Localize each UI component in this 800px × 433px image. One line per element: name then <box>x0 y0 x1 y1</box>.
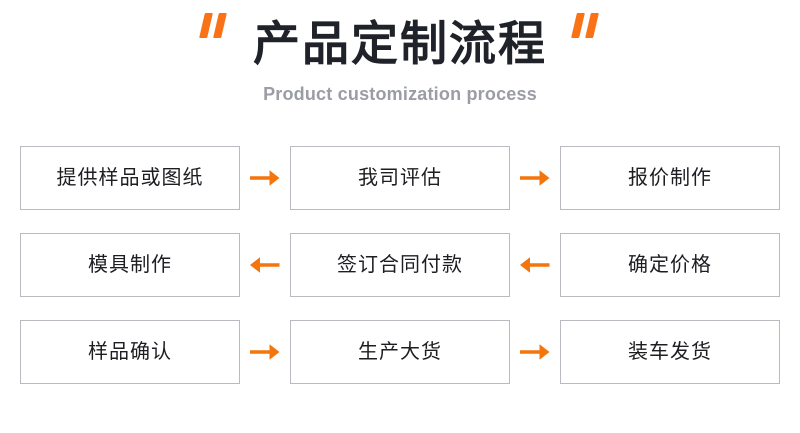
arrow-right-icon <box>250 344 280 360</box>
quote-close-icon <box>569 13 603 39</box>
page-header: 产品定制流程 Product customization process <box>0 0 800 130</box>
page-subtitle: Product customization process <box>263 84 537 104</box>
flow-step-box[interactable]: 我司评估 <box>290 146 510 210</box>
flow-step-box[interactable]: 样品确认 <box>20 320 240 384</box>
flow-step-label: 确定价格 <box>628 254 712 276</box>
flow-step-label: 我司评估 <box>358 167 442 189</box>
flow-step-label: 生产大货 <box>358 341 442 363</box>
flow-step-label: 提供样品或图纸 <box>56 167 204 189</box>
title-row: 产品定制流程 <box>0 12 800 74</box>
arrow-left-icon <box>520 257 550 273</box>
flow-row: 提供样品或图纸 我司评估 报价制作 <box>20 145 780 211</box>
process-flow-diagram: 提供样品或图纸 我司评估 报价制作 模具制作 <box>20 145 780 385</box>
flow-arrow <box>240 146 290 210</box>
flow-arrow <box>240 233 290 297</box>
flow-arrow <box>510 146 560 210</box>
page-title: 产品定制流程 <box>253 16 547 70</box>
flow-step-box[interactable]: 装车发货 <box>560 320 780 384</box>
flow-step-box[interactable]: 生产大货 <box>290 320 510 384</box>
arrow-right-icon <box>250 170 280 186</box>
flow-step-label: 装车发货 <box>628 341 712 363</box>
flow-step-box[interactable]: 模具制作 <box>20 233 240 297</box>
flow-step-box[interactable]: 报价制作 <box>560 146 780 210</box>
flow-step-label: 签订合同付款 <box>337 254 463 276</box>
flow-row: 样品确认 生产大货 装车发货 <box>20 319 780 385</box>
flow-step-label: 模具制作 <box>88 254 172 276</box>
arrow-right-icon <box>520 344 550 360</box>
flow-step-box[interactable]: 提供样品或图纸 <box>20 146 240 210</box>
quote-open-icon <box>197 13 231 39</box>
flow-arrow <box>510 233 560 297</box>
arrow-right-icon <box>520 170 550 186</box>
flow-arrow <box>240 320 290 384</box>
flow-arrow <box>510 320 560 384</box>
flow-step-box[interactable]: 确定价格 <box>560 233 780 297</box>
flow-row: 模具制作 签订合同付款 确定价格 <box>20 232 780 298</box>
flow-step-label: 样品确认 <box>88 341 172 363</box>
arrow-left-icon <box>250 257 280 273</box>
flow-step-box[interactable]: 签订合同付款 <box>290 233 510 297</box>
flow-step-label: 报价制作 <box>628 167 712 189</box>
